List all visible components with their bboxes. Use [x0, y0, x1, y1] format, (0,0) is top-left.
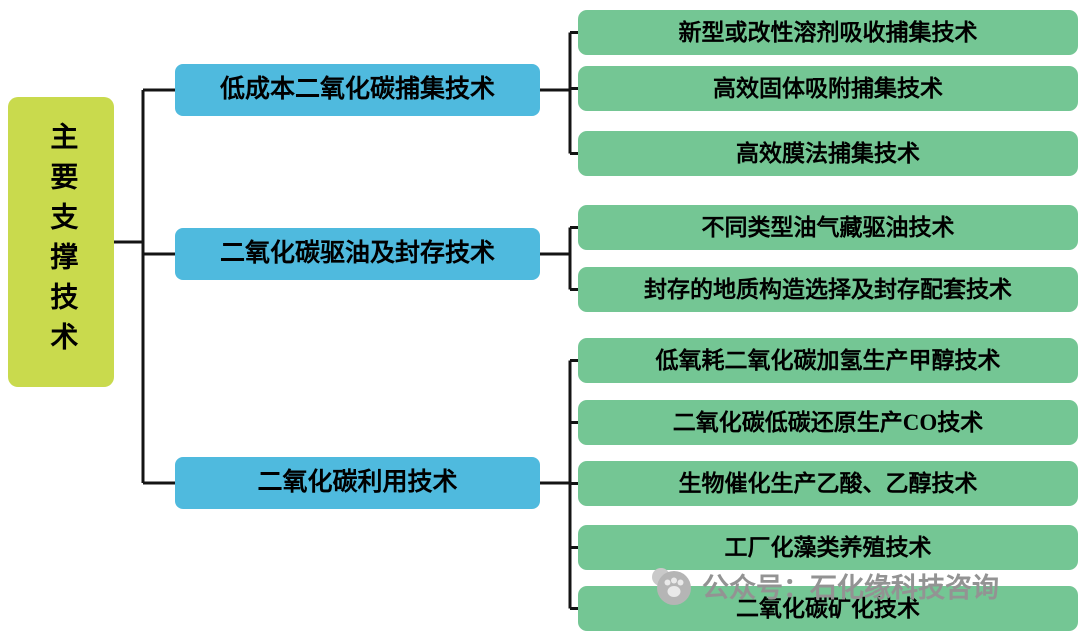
watermark-text: 公众号：石化缘科技咨询: [702, 572, 999, 603]
branch2-bracket-connector: [540, 226, 578, 291]
leaf-node: 封存的地质构造选择及封存配套技术: [578, 267, 1078, 312]
leaf-node: 低氧耗二氧化碳加氢生产甲醇技术: [578, 338, 1078, 383]
leaf-label: 二氧化碳矿化技术: [736, 595, 920, 621]
branch-label: 二氧化碳驱油及封存技术: [219, 240, 495, 268]
leaf-label: 封存的地质构造选择及封存配套技术: [644, 276, 1012, 302]
root-node: 主要支撑技术: [8, 97, 114, 387]
root-trunk-connector: [114, 88, 175, 485]
leaf-node: 生物催化生产乙酸、乙醇技术: [578, 461, 1078, 506]
leaf-node: 二氧化碳低碳还原生产CO技术: [578, 400, 1078, 445]
leaf-label: 高效固体吸附捕集技术: [713, 75, 943, 101]
branch-label: 二氧化碳利用技术: [257, 469, 458, 497]
leaf-label: 不同类型油气藏驱油技术: [701, 214, 955, 240]
leaf-node: 高效固体吸附捕集技术: [578, 66, 1078, 111]
leaf-label: 二氧化碳低碳还原生产CO技术: [672, 409, 984, 435]
root-label: 主要支撑技术: [46, 122, 78, 362]
branch-node-capture: 低成本二氧化碳捕集技术: [175, 64, 540, 116]
leaf-label: 新型或改性溶剂吸收捕集技术: [678, 19, 978, 45]
branch1-bracket-connector: [540, 31, 578, 155]
paw-logo-icon: [652, 568, 691, 605]
leaf-node: 不同类型油气藏驱油技术: [578, 205, 1078, 250]
watermark: 公众号：石化缘科技咨询: [648, 564, 999, 606]
leaf-label: 高效膜法捕集技术: [736, 140, 920, 166]
leaf-node: 高效膜法捕集技术: [578, 131, 1078, 176]
branch-node-eor-storage: 二氧化碳驱油及封存技术: [175, 228, 540, 280]
leaf-node: 新型或改性溶剂吸收捕集技术: [578, 10, 1078, 55]
branch3-bracket-connector: [540, 359, 578, 610]
branch-label: 低成本二氧化碳捕集技术: [219, 76, 495, 104]
branch-node-utilization: 二氧化碳利用技术: [175, 457, 540, 509]
leaf-node: 工厂化藻类养殖技术: [578, 525, 1078, 570]
leaf-label: 生物催化生产乙酸、乙醇技术: [678, 470, 978, 496]
leaf-label: 低氧耗二氧化碳加氢生产甲醇技术: [655, 347, 1001, 373]
leaf-label: 工厂化藻类养殖技术: [724, 534, 932, 560]
